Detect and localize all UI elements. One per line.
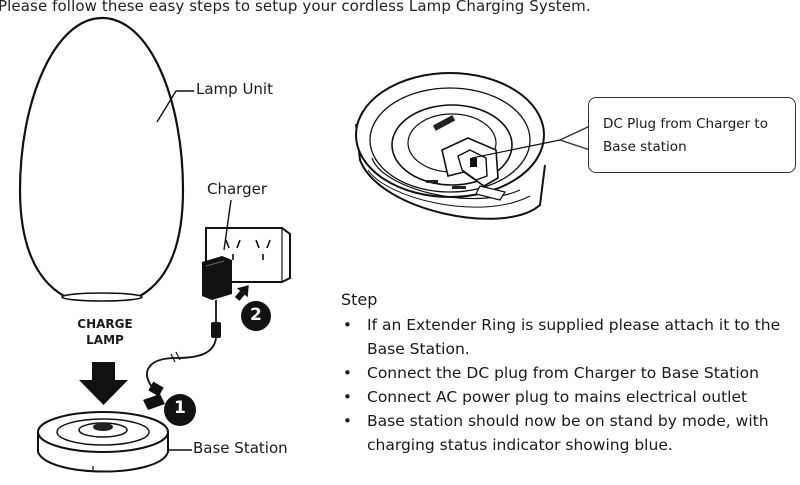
dc-plug-callout: DC Plug from Charger to Base station <box>588 97 796 173</box>
lamp-unit-rim <box>61 292 143 302</box>
step-item-4: • Base station should now be on stand by … <box>341 409 800 457</box>
step-badge-1-number: 1 <box>174 398 186 418</box>
step-text: Base station should now be on stand by m… <box>367 412 769 454</box>
step-item-2: • Connect the DC plug from Charger to Bas… <box>341 361 800 385</box>
charge-lamp-label: CHARGE LAMP <box>60 316 150 348</box>
steps-section: Step • If an Extender Ring is supplied pl… <box>341 290 800 457</box>
step-text: Connect the DC plug from Charger to Base… <box>367 364 759 382</box>
base-station-label: Base Station <box>193 439 288 457</box>
down-arrow-icon <box>79 362 128 405</box>
up-arrow-icon <box>234 285 249 301</box>
steps-list: • If an Extender Ring is supplied please … <box>341 313 800 457</box>
lamp-unit-label: Lamp Unit <box>196 80 273 98</box>
bullet-icon: • <box>343 388 352 406</box>
lamp-unit-shell <box>18 16 185 298</box>
step-text: If an Extender Ring is supplied please a… <box>367 316 781 358</box>
step-item-3: • Connect AC power plug to mains electric… <box>341 385 800 409</box>
intro-text: Please follow these easy steps to setup … <box>0 0 591 15</box>
charge-lamp-text: CHARGE LAMP <box>77 317 133 347</box>
step-text: Connect AC power plug to mains electrica… <box>367 388 748 406</box>
charger-label: Charger <box>207 180 267 198</box>
step-badge-2-number: 2 <box>250 305 262 325</box>
bullet-icon: • <box>343 316 352 334</box>
step-item-1: • If an Extender Ring is supplied please … <box>341 313 800 361</box>
steps-heading: Step <box>341 290 378 309</box>
step-badge-1 <box>164 394 196 426</box>
step-badge-2 <box>241 301 271 331</box>
bullet-icon: • <box>343 412 352 430</box>
charger-body <box>202 256 232 300</box>
bullet-icon: • <box>343 364 352 382</box>
